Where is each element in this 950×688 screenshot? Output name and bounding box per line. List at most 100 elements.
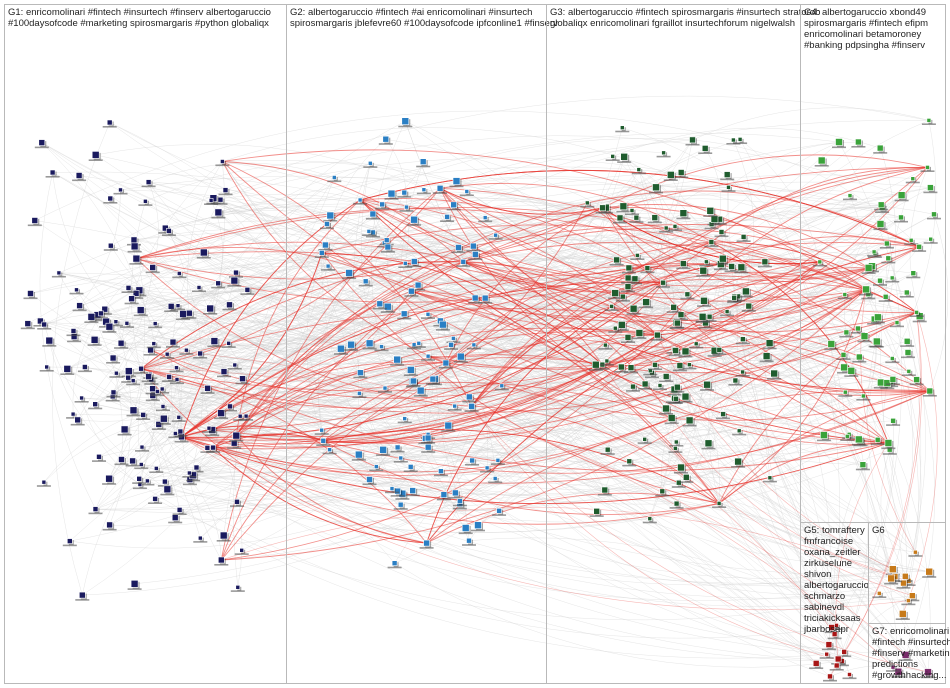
edge-red — [323, 334, 658, 442]
node-g3 — [584, 200, 590, 206]
node-g3 — [629, 208, 635, 213]
node-g3 — [652, 183, 660, 192]
node-caption — [672, 369, 687, 372]
edge-red — [221, 334, 658, 561]
node-caption — [886, 424, 901, 426]
node-g3 — [726, 185, 731, 190]
group-panel-g6: G6 — [868, 522, 946, 624]
node-g3 — [731, 137, 736, 143]
group-label-line: #fintech #insurtech — [872, 637, 950, 648]
edge-gray — [69, 460, 473, 549]
node-caption — [156, 409, 170, 412]
node-caption — [421, 442, 436, 444]
node-g1 — [118, 456, 125, 463]
node-g2 — [474, 521, 482, 530]
edge-gray — [58, 272, 904, 584]
edge-gray — [164, 481, 393, 506]
node-caption — [108, 324, 123, 327]
edge-gray — [169, 373, 896, 577]
edge-gray — [434, 378, 675, 407]
node-g3 — [724, 309, 730, 314]
node-caption — [421, 359, 436, 361]
node-caption — [809, 667, 824, 669]
node-g2 — [319, 427, 325, 433]
node-g1 — [130, 242, 139, 251]
node-caption — [466, 347, 481, 350]
node-caption — [160, 493, 175, 496]
node-g3 — [701, 145, 709, 152]
edge-gray — [95, 369, 411, 419]
edge-gray — [692, 107, 929, 141]
node-caption — [397, 317, 412, 320]
node-g1 — [129, 406, 138, 415]
node-g4 — [925, 165, 930, 170]
edge-red — [611, 166, 928, 307]
node-g2 — [410, 215, 418, 224]
node-caption — [712, 353, 727, 355]
node-g1 — [163, 485, 172, 494]
edge-gray — [236, 217, 902, 503]
node-g3 — [700, 296, 708, 305]
node-caption — [230, 590, 245, 592]
edge-gray — [829, 204, 903, 677]
edge-red — [427, 355, 930, 421]
node-g3 — [737, 263, 746, 272]
node-caption — [229, 440, 244, 442]
node-g1 — [74, 416, 81, 424]
node-caption — [873, 228, 888, 231]
node-g1 — [219, 531, 228, 540]
node-caption — [37, 328, 52, 330]
node-caption — [589, 515, 604, 517]
node-g2 — [421, 187, 427, 192]
node-caption — [143, 354, 158, 356]
edge-gray — [98, 374, 435, 458]
node-g3 — [685, 416, 694, 425]
node-g3 — [620, 153, 629, 161]
edge-red — [463, 261, 889, 444]
node-caption — [384, 198, 399, 200]
node-caption — [92, 460, 106, 462]
edge-gray — [72, 309, 106, 415]
node-g2 — [423, 539, 430, 547]
edge-red — [181, 261, 821, 441]
node-g3 — [731, 295, 738, 301]
node-g3 — [644, 265, 651, 271]
edge-gray — [210, 200, 223, 284]
node-g6 — [925, 567, 934, 576]
edge-gray — [162, 388, 500, 512]
node-g4 — [855, 353, 863, 361]
node-caption — [103, 249, 118, 251]
group-label-g6: G6 — [872, 525, 885, 536]
node-caption — [36, 485, 51, 487]
node-g3 — [728, 263, 735, 270]
node-caption — [323, 220, 338, 222]
node-caption — [649, 191, 663, 194]
node-caption — [894, 199, 909, 202]
edge-gray — [685, 396, 837, 626]
node-caption — [922, 576, 937, 578]
node-g3 — [601, 486, 609, 494]
edge-red — [587, 202, 917, 314]
node-g2 — [409, 487, 417, 494]
edge-gray — [162, 406, 880, 599]
edge-gray — [321, 243, 888, 431]
edge-gray — [98, 456, 827, 659]
edge-gray — [666, 310, 917, 377]
node-g3 — [666, 171, 675, 179]
node-g3 — [593, 507, 601, 515]
edge-gray — [109, 321, 132, 525]
node-caption — [421, 451, 436, 453]
node-g1 — [220, 368, 228, 375]
node-g3 — [620, 293, 626, 300]
node-caption — [314, 433, 329, 435]
node-caption — [881, 261, 896, 264]
node-g4 — [927, 184, 934, 191]
group-panel-g1: G1: enricomolinari #fintech #insurtech #… — [4, 4, 287, 684]
edge-gray — [829, 665, 929, 677]
edge-gray — [677, 187, 931, 324]
node-g1 — [186, 309, 193, 317]
edge-gray — [414, 236, 744, 281]
group-label-line: enricomolinari betamoroney — [804, 29, 922, 40]
node-caption — [102, 528, 117, 531]
node-g1 — [108, 242, 114, 249]
